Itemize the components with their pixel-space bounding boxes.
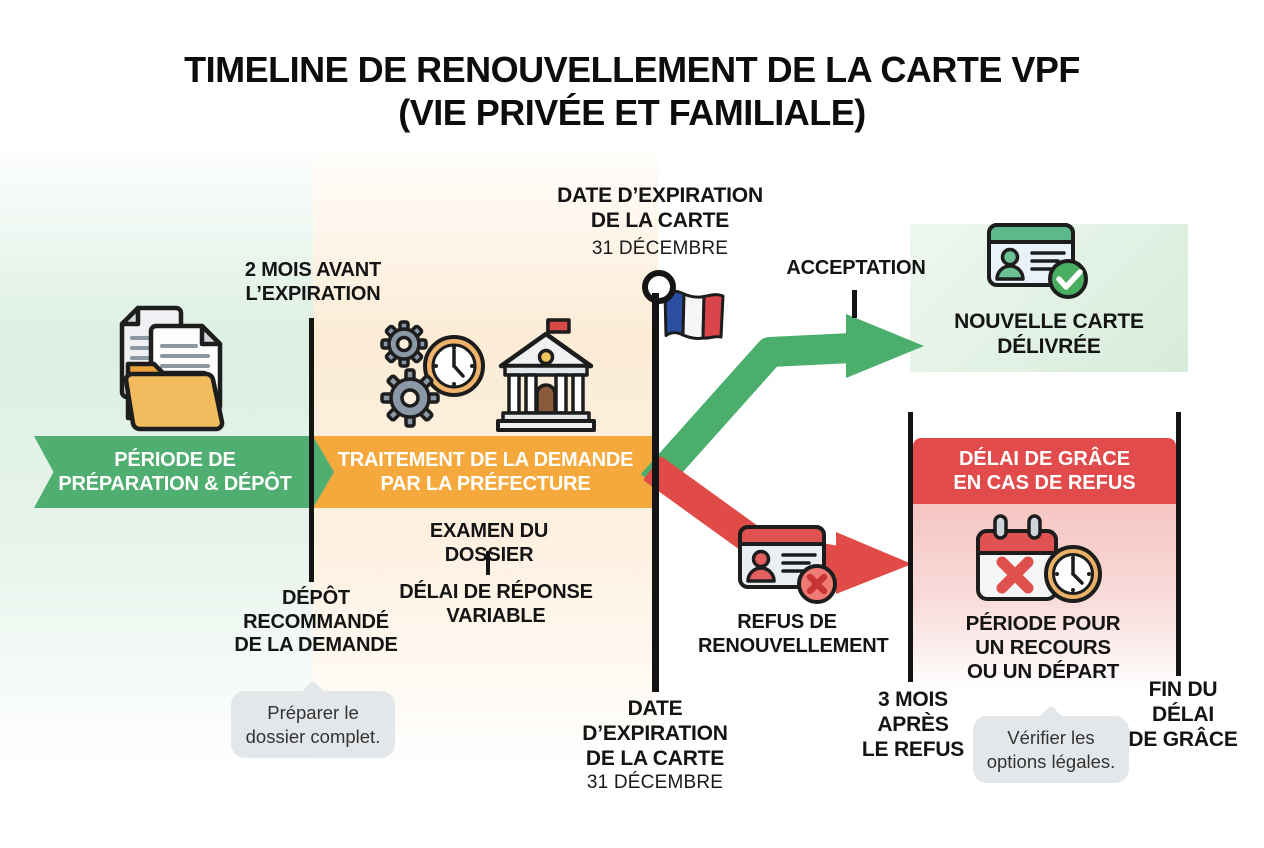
two-months-marker-line <box>309 318 314 582</box>
phase-preparation-label: PÉRIODE DE PRÉPARATION & DÉPÔT <box>58 449 292 495</box>
phase-processing-label: TRAITEMENT DE LA DEMANDE PAR LA PRÉFECTU… <box>337 449 634 495</box>
deposit-label: DÉPÔT RECOMMANDÉ DE LA DEMANDE <box>234 587 398 657</box>
card-approved-icon <box>987 223 1088 299</box>
timeline-pole-knob <box>642 270 676 304</box>
french-flag-icon <box>663 289 725 341</box>
response-delay-label: DÉLAI DE RÉPONSE VARIABLE <box>399 581 593 627</box>
deposit-tooltip-text: Préparer le dossier complet. <box>245 702 381 747</box>
acceptation-tick <box>852 290 857 318</box>
grace-period-header-label: DÉLAI DE GRÂCE EN CAS DE REFUS <box>953 448 1136 494</box>
expiration-bottom-date: 31 DÉCEMBRE <box>586 772 724 793</box>
two-months-label: 2 MOIS AVANT L’EXPIRATION <box>244 259 382 305</box>
phase-preparation-band: PÉRIODE DE PRÉPARATION & DÉPÔT <box>34 436 334 508</box>
grace-start-marker-line <box>908 412 913 682</box>
page-title: TIMELINE DE RENOUVELLEMENT DE LA CARTE V… <box>184 49 1080 134</box>
grace-tooltip: Vérifier les options légales. <box>973 716 1129 784</box>
documents-folder-icon <box>119 305 225 432</box>
examination-tick <box>486 551 490 575</box>
phase-processing-band: TRAITEMENT DE LA DEMANDE PAR LA PRÉFECTU… <box>313 436 658 508</box>
deposit-tooltip: Préparer le dossier complet. <box>231 691 395 759</box>
expiration-timeline-line <box>652 293 659 692</box>
calendar-deadline-clock-icon <box>976 514 1102 603</box>
three-months-label: 3 MOIS APRÈS LE REFUS <box>861 688 965 761</box>
card-refused-icon <box>738 525 837 604</box>
grace-period-header: DÉLAI DE GRÂCE EN CAS DE REFUS <box>913 438 1176 504</box>
prefecture-building-icon <box>496 318 596 432</box>
expiration-top-label: DATE D’EXPIRATION DE LA CARTE <box>557 184 763 232</box>
grace-tooltip-text: Vérifier les options légales. <box>986 727 1116 772</box>
refus-label: REFUS DE RENOUVELLEMENT <box>698 611 889 657</box>
gears-clock-icon <box>380 320 485 428</box>
expiration-top-date: 31 DÉCEMBRE <box>591 238 729 259</box>
grace-end-label: FIN DU DÉLAI DE GRÂCE <box>1128 678 1238 751</box>
acceptation-label: ACCEPTATION <box>786 257 926 279</box>
grace-end-marker-line <box>1176 412 1181 676</box>
expiration-bottom-label: DATE D’EXPIRATION DE LA CARTE <box>582 697 728 770</box>
acceptation-arrow <box>640 314 924 494</box>
grace-period-body-label: PÉRIODE POUR UN RECOURS OU UN DÉPART <box>965 612 1121 684</box>
new-card-delivered-label: NOUVELLE CARTE DÉLIVRÉE <box>954 310 1144 358</box>
